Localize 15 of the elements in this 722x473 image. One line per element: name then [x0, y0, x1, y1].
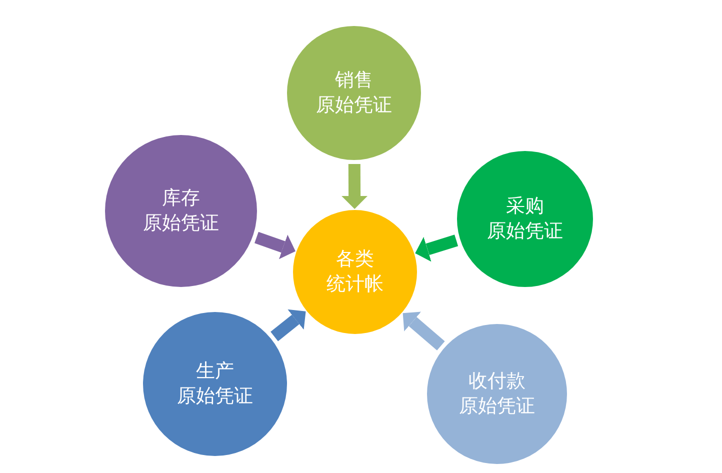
circle-label: 生产 — [196, 359, 234, 384]
circle-label: 原始凭证 — [459, 394, 535, 419]
arrow — [342, 164, 368, 210]
circle-label: 统计帐 — [326, 272, 384, 297]
arrow — [413, 234, 458, 262]
circle-label: 原始凭证 — [316, 93, 392, 118]
circle-label: 原始凭证 — [143, 211, 219, 236]
circle-label: 收付款 — [468, 369, 526, 394]
arrow — [254, 232, 298, 260]
circle-label: 各类 — [336, 247, 374, 272]
circle-label: 采购 — [506, 194, 544, 219]
circle-label: 原始凭证 — [487, 219, 563, 244]
circle-label: 销售 — [335, 68, 373, 93]
circle-label: 原始凭证 — [177, 384, 253, 409]
circle-label: 库存 — [162, 186, 200, 211]
